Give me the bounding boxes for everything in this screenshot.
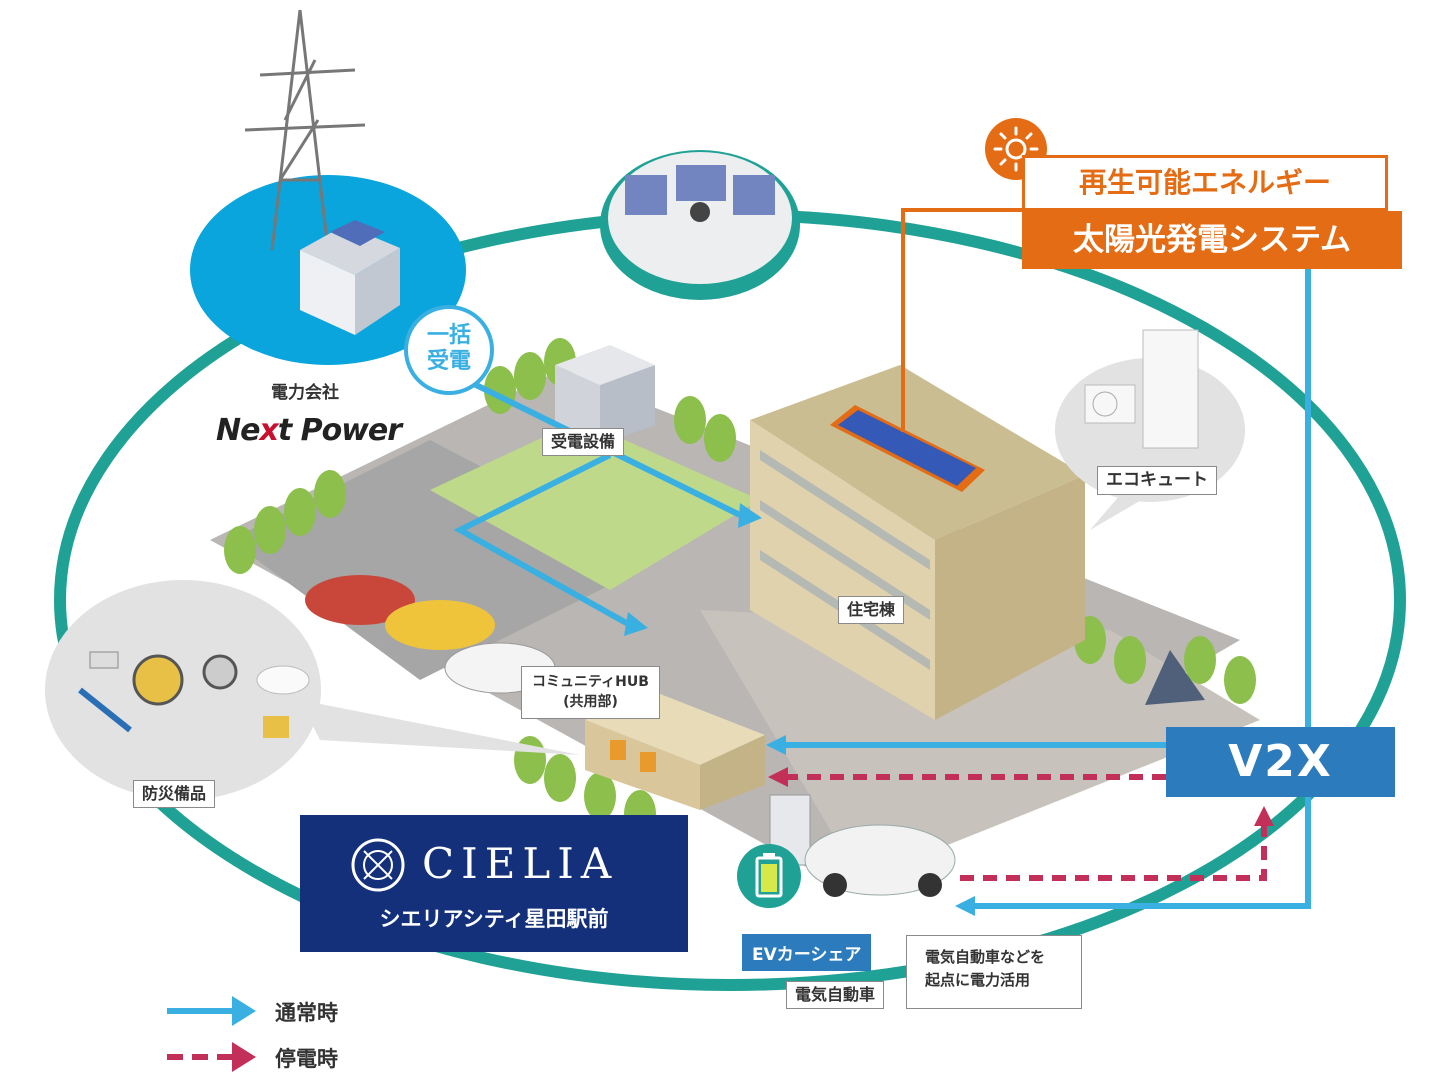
ev-note-line2: 起点に電力活用 [925, 971, 1031, 990]
renewable-flow-line [901, 208, 1022, 432]
parked-cars [305, 575, 556, 694]
legend-outage-label: 停電時 [275, 1047, 338, 1071]
disaster-supplies-bubble [45, 580, 580, 800]
community-hub-label: コミュニティHUB (共用部) [521, 666, 660, 720]
power-company-label: 電力会社 [271, 383, 339, 403]
power-pylon-icon [244, 9, 366, 251]
ecocute-label: エコキュート [1097, 466, 1217, 496]
cielia-emblem-icon [351, 838, 405, 892]
control-room-icon [600, 150, 800, 300]
legend-normal-label: 通常時 [275, 1001, 338, 1025]
battery-icon [737, 844, 801, 908]
disaster-supplies-label: 防災備品 [133, 780, 216, 808]
bulk-power-receiving-bubble: 一括 受電 [404, 305, 494, 395]
community-hub-line1: コミュニティHUB [532, 674, 649, 690]
substation-label: 受電設備 [542, 428, 625, 456]
ev-car-share-label: EVカーシェア [742, 934, 872, 971]
sun-icon [985, 118, 1047, 180]
cielia-brand-box: CIELIA シエリアシティ星田駅前 [300, 815, 688, 952]
renewable-energy-title: 再生可能エネルギー [1022, 155, 1388, 211]
ev-note-line1: 電気自動車などを [925, 948, 1046, 966]
next-power-logo: Next Power [216, 413, 402, 448]
lawn [430, 420, 760, 590]
ev-utilization-note: 電気自動車などを 起点に電力活用 [906, 935, 1082, 1009]
ev-car-icon [769, 794, 956, 897]
ev-car-label: 電気自動車 [786, 981, 885, 1009]
cielia-logo-text: CIELIA [422, 839, 619, 888]
outage-flow-lines [788, 774, 1267, 881]
residential-building-icon [750, 365, 1085, 720]
v2x-label: V2X [1166, 727, 1395, 797]
community-hub-line2: (共用部) [563, 693, 618, 710]
residential-label: 住宅棟 [838, 596, 905, 624]
tent-icon [1145, 650, 1205, 705]
bulk-power-line1: 一括 [426, 323, 471, 348]
substation-icon [555, 345, 655, 445]
solar-power-system-label: 太陽光発電システム [1022, 211, 1402, 269]
property-name: シエリアシティ星田駅前 [379, 907, 609, 931]
power-company-building-icon [300, 220, 400, 335]
bulk-power-line2: 受電 [426, 349, 471, 375]
